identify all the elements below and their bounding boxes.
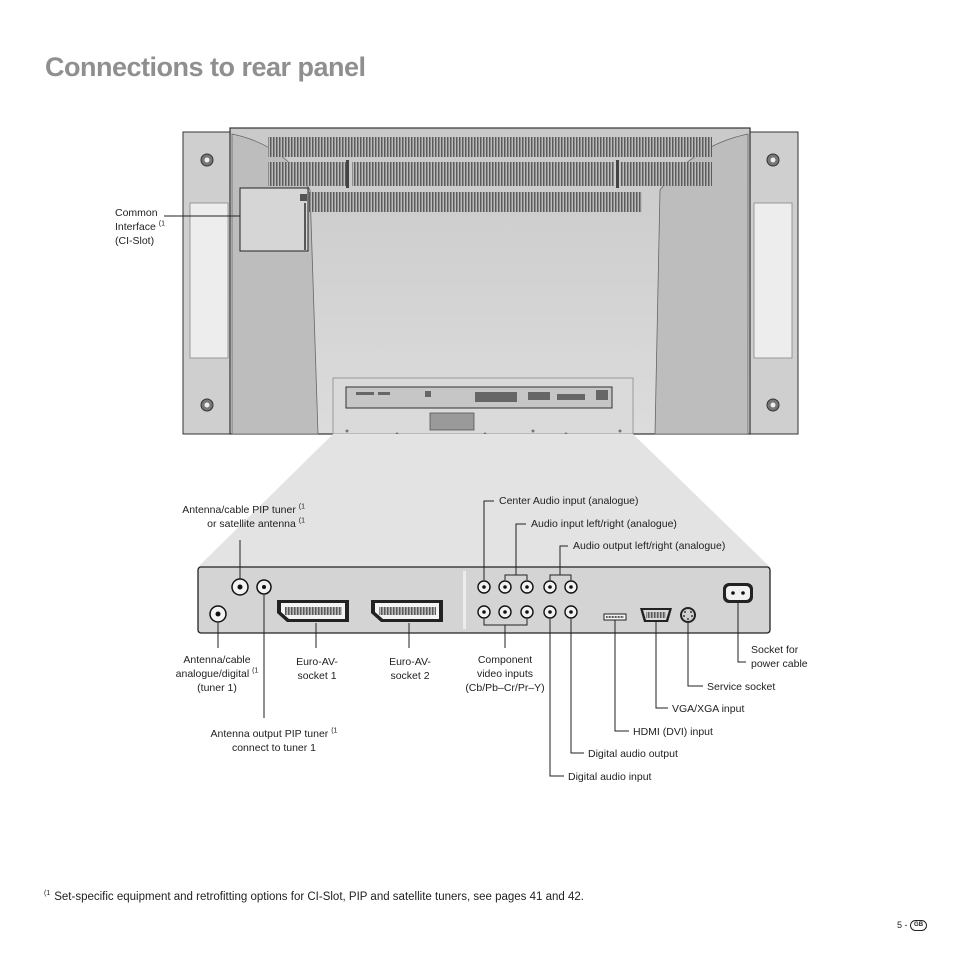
label-hdmi-input: HDMI (DVI) input: [633, 726, 713, 738]
left-stand-bracket: [182, 131, 234, 435]
footnote-marker: (1: [44, 890, 51, 897]
footnote-text: Set-specific equipment and retrofitting …: [54, 890, 584, 903]
hdmi-socket: [603, 613, 627, 621]
label-antenna-out-pip: Antenna output PIP tuner (1 connect to t…: [210, 727, 338, 755]
label-antenna-main: Antenna/cable analogue/digital (1 (tuner…: [175, 654, 259, 694]
label-power-socket: Socket for power cable: [751, 644, 808, 670]
page-number: 5 - GB: [897, 920, 928, 932]
leader-lines: [164, 215, 746, 777]
label-digital-audio-in: Digital audio input: [568, 771, 652, 783]
antenna-pip-socket: [231, 578, 249, 596]
label-euro-av-2: Euro-AV- socket 2: [389, 656, 431, 682]
power-socket: [723, 583, 753, 603]
rca-top-row: [477, 580, 578, 594]
label-component: Component video inputs (Cb/Pb–Cr/Pr–Y): [465, 654, 545, 694]
antenna-main-socket: [209, 605, 227, 623]
label-audio-output: Audio output left/right (analogue): [573, 540, 726, 552]
label-common-interface: Common Interface (1 (CI-Slot): [115, 207, 166, 247]
label-audio-input: Audio input left/right (analogue): [531, 518, 677, 530]
right-stand-bracket: [749, 131, 799, 435]
euro-av-socket-2: [371, 600, 443, 622]
label-center-audio: Center Audio input (analogue): [499, 495, 639, 507]
ci-slot-area: [239, 187, 309, 252]
label-digital-audio-out: Digital audio output: [588, 748, 678, 760]
enlarged-connection-panel: [197, 566, 771, 634]
antenna-out-pip-socket: [256, 579, 272, 595]
service-socket: [680, 607, 696, 623]
euro-av-socket-1: [277, 600, 349, 622]
label-euro-av-1: Euro-AV- socket 1: [296, 656, 338, 682]
label-service-socket: Service socket: [707, 681, 776, 693]
vga-socket: [640, 608, 672, 622]
page-title: Connections to rear panel: [45, 52, 366, 82]
label-pip-antenna: Antenna/cable PIP tuner (1 or satellite …: [182, 503, 305, 531]
rca-bottom-row: [477, 605, 578, 619]
tv-connection-panel: [332, 377, 634, 436]
language-badge: GB: [910, 920, 928, 932]
label-vga-input: VGA/XGA input: [672, 703, 745, 715]
